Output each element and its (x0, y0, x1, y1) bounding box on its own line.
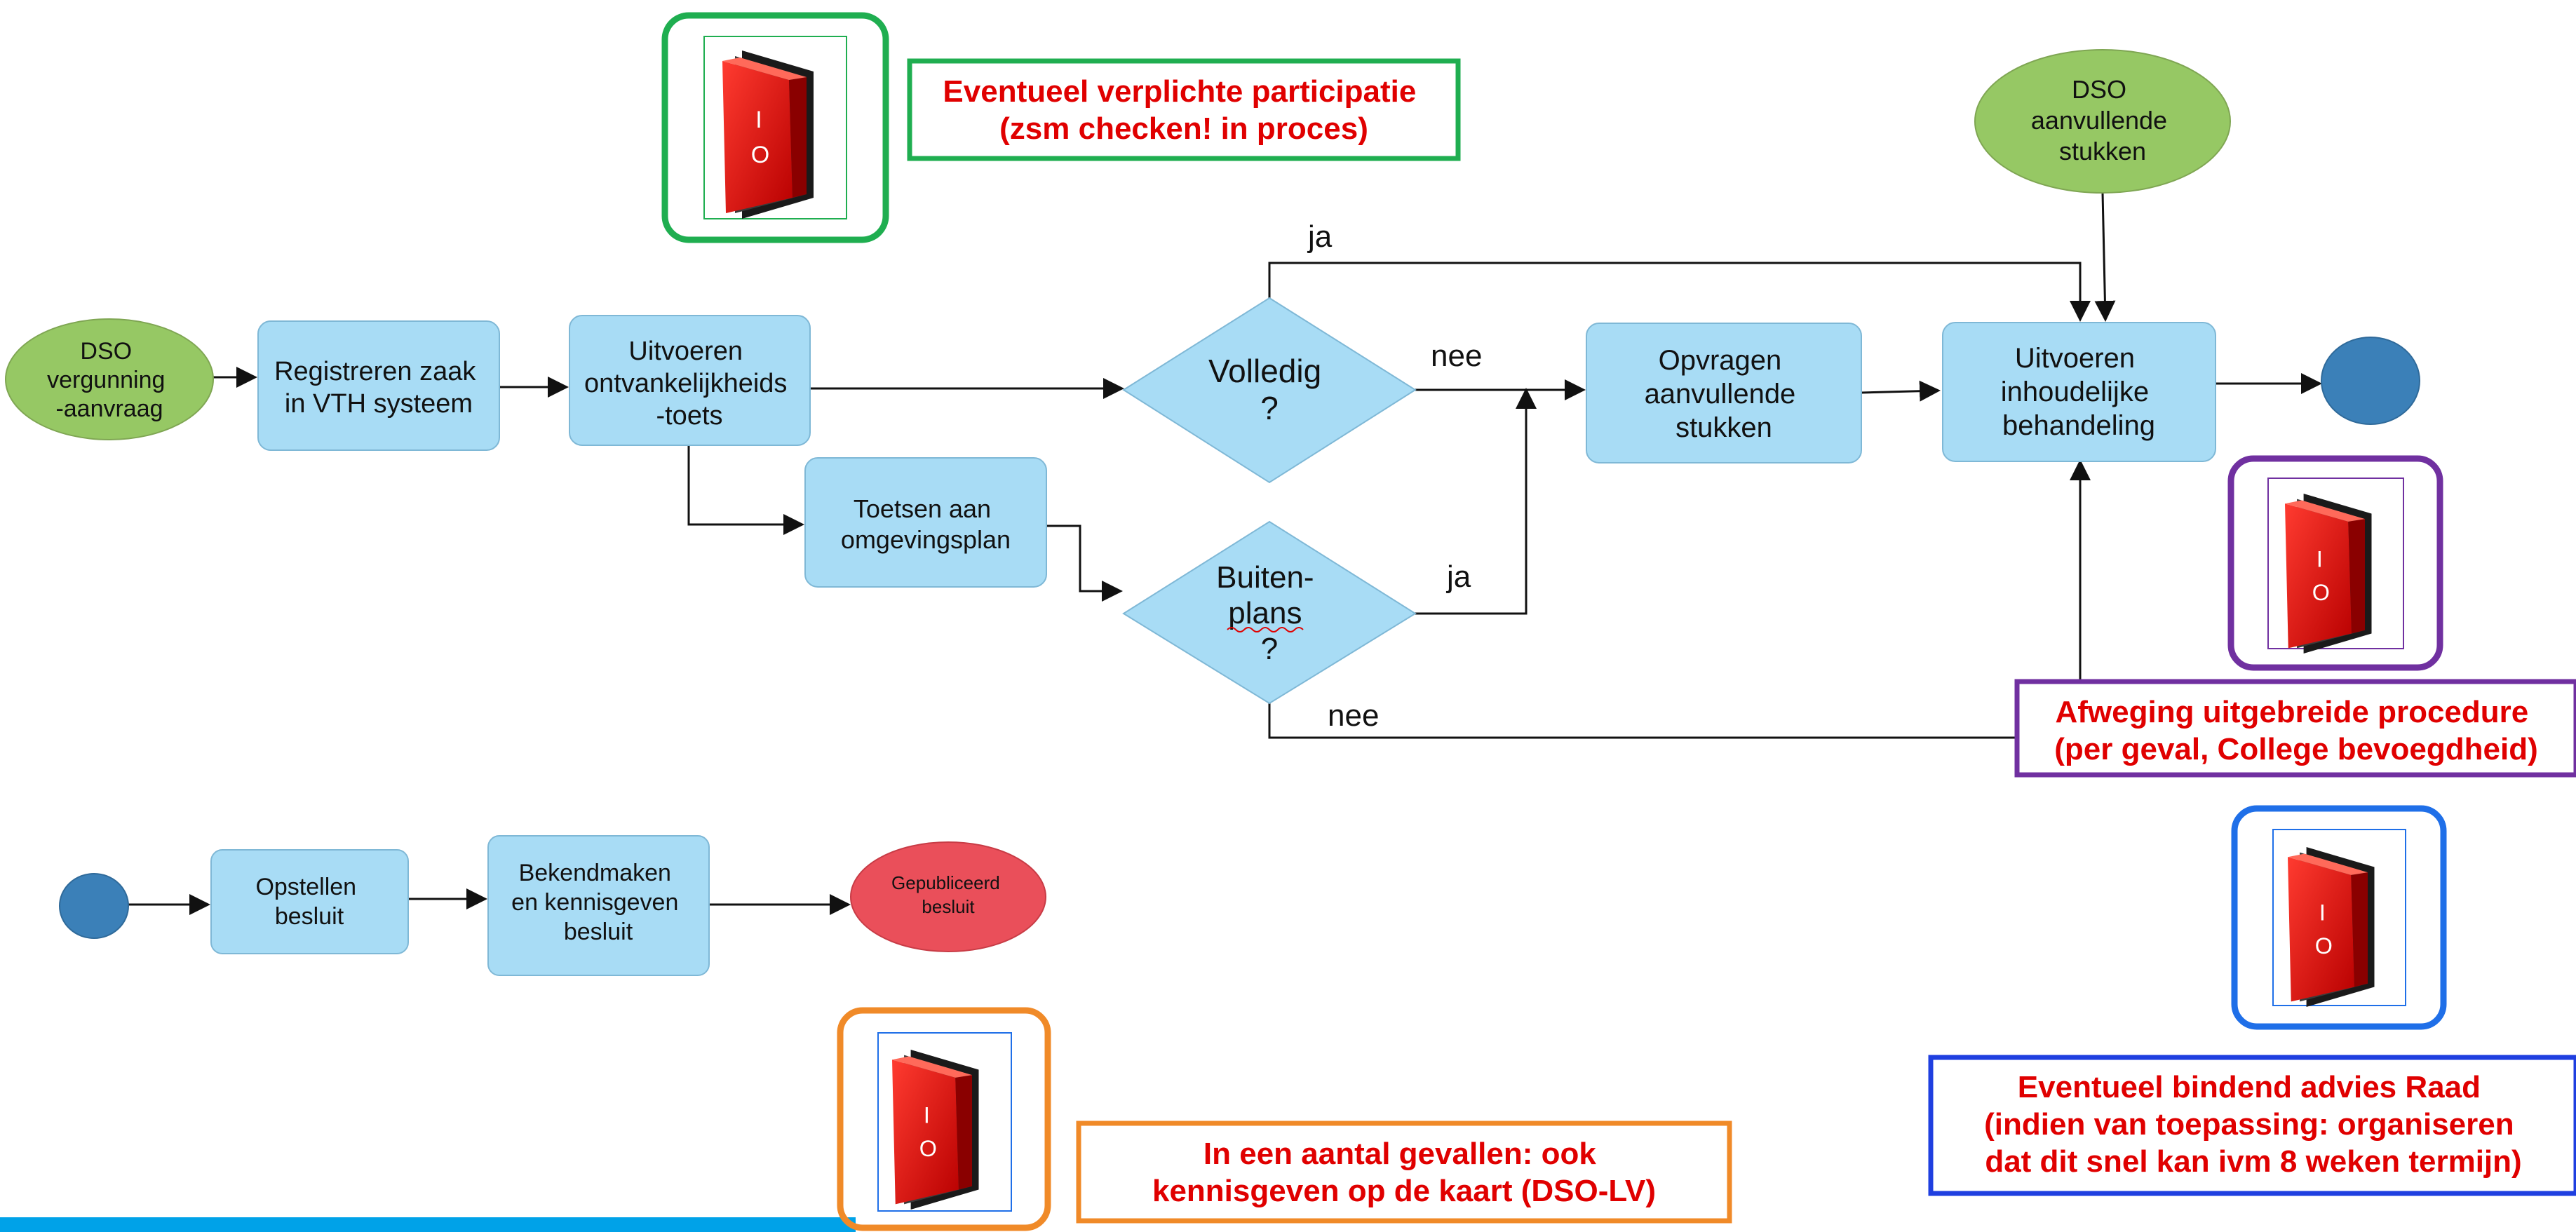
svg-text:O: O (2315, 933, 2333, 959)
power-switch-icon: I O (892, 1050, 979, 1210)
svg-text:Bekendmaken en kennisgev: Bekendmaken en kennisgeven besluit (511, 860, 685, 945)
node-uitvoeren-ontvankelijkheidstoets: Uitvoeren ontvankelijkheids -toets (569, 315, 811, 446)
edge-dso-aanvullend-to-inhoudelijk (2094, 192, 2116, 322)
annotation-participatie: Eventueel verplichte participatie (zsm c… (907, 58, 1461, 161)
edge-volledig-ja (1268, 262, 2091, 322)
power-switch-icon: I O (2288, 847, 2375, 1007)
node-gepubliceerd-besluit: Gepubliceerd besluit (850, 841, 1046, 952)
svg-text:Opvragen aanvullende: Opvragen aanvullende stukken (1645, 345, 1804, 443)
svg-text:O: O (2312, 580, 2330, 605)
node-bekendmaken-besluit: Bekendmaken en kennisgeven besluit (487, 835, 710, 976)
edge-buitenplans-ja (1415, 388, 1537, 615)
svg-text:Gepubliceerd besluit: Gepubliceerd besluit (891, 872, 1005, 917)
svg-text:In een aantal gevallen: ook: In een aantal gevallen: ook kennisgeven … (1152, 1137, 1656, 1208)
svg-text:Uitvoeren inhoudelijke: Uitvoeren inhoudelijke behandeling (2001, 343, 2157, 441)
svg-text:I: I (924, 1103, 930, 1128)
svg-text:O: O (919, 1136, 937, 1161)
spellcheck-squiggle (1227, 627, 1304, 632)
svg-text:Eventueel bindend advies Raad: Eventueel bindend advies Raad (indien va… (1984, 1070, 2523, 1179)
svg-text:O: O (751, 142, 769, 168)
svg-text:DSO aanvullende st: DSO aanvullende stukken (2031, 75, 2174, 165)
node-start-circle-2 (59, 873, 129, 939)
edge-uitvoeren-to-toetsen (687, 445, 804, 535)
svg-text:I: I (2319, 900, 2326, 926)
switch-frame-purple: I O (2227, 455, 2443, 671)
switch-frame-blue: I O (2231, 805, 2447, 1030)
svg-text:DSO vergunning -aa: DSO vergunning -aanvraag (47, 338, 172, 422)
edge-label-ja-bottom: ja (1445, 560, 1471, 594)
node-registreren-zaak: Registreren zaak in VTH systeem (257, 320, 500, 451)
annotation-kennisgeven-kaart: In een aantal gevallen: ook kennisgeven … (1076, 1121, 1732, 1224)
node-opvragen-aanvullende-stukken: Opvragen aanvullende stukken (1586, 323, 1862, 463)
svg-text:Afweging uitgebreide procedure: Afweging uitgebreide procedure (per geva… (2054, 695, 2537, 766)
annotation-afweging: Afweging uitgebreide procedure (per geva… (2014, 679, 2576, 778)
edge-toetsen-to-buitenplans (1046, 524, 1123, 602)
power-switch-icon: I O (722, 50, 814, 219)
edge-buitenplans-nee (1268, 459, 2091, 739)
power-switch-icon: I O (2285, 494, 2372, 654)
node-toetsen-omgevingsplan: Toetsen aan omgevingsplan (804, 457, 1047, 588)
annotation-bindend-advies: Eventueel bindend advies Raad (indien va… (1928, 1055, 2576, 1196)
svg-text:Toetsen aan omgevingspla: Toetsen aan omgevingsplan (841, 494, 1011, 554)
edges (128, 192, 2322, 915)
switch-frame-orange: I O (837, 1007, 1051, 1231)
edge-label-nee-right: nee (1431, 339, 1482, 373)
node-opstellen-besluit: Opstellen besluit (210, 849, 409, 954)
svg-text:Volledig ?: Volledig ? (1208, 353, 1330, 426)
svg-text:I: I (755, 107, 762, 133)
decision-buitenplans: Buiten- plans ? (1122, 520, 1417, 705)
switch-frame-green: I O (661, 12, 889, 243)
node-end-circle (2321, 337, 2420, 425)
edge-label-nee-bottom: nee (1328, 698, 1379, 733)
edge-opvragen-to-inhoudelijk (1861, 380, 1941, 402)
svg-text:I: I (2317, 547, 2323, 572)
svg-text:Buiten- plans ?: Buiten- plans ? (1216, 560, 1323, 666)
decision-volledig: Volledig ? (1122, 297, 1417, 484)
svg-text:Eventueel verplichte participa: Eventueel verplichte participatie (zsm c… (943, 74, 1424, 146)
svg-text:Uitvoeren ontvankelijkhe: Uitvoeren ontvankelijkheids -toets (584, 337, 795, 431)
bottom-bar (0, 1217, 856, 1232)
svg-text:Registreren zaak in VTH: Registreren zaak in VTH systeem (274, 357, 483, 419)
node-dso-aanvullende-stukken: DSO aanvullende stukken (1974, 49, 2231, 194)
node-uitvoeren-inhoudelijke-behandeling: Uitvoeren inhoudelijke behandeling (1942, 322, 2216, 462)
node-dso-vergunning: DSO vergunning -aanvraag (5, 318, 214, 440)
edge-label-ja-top: ja (1307, 219, 1333, 254)
svg-text:Opstellen besluit: Opstellen besluit (255, 874, 363, 930)
